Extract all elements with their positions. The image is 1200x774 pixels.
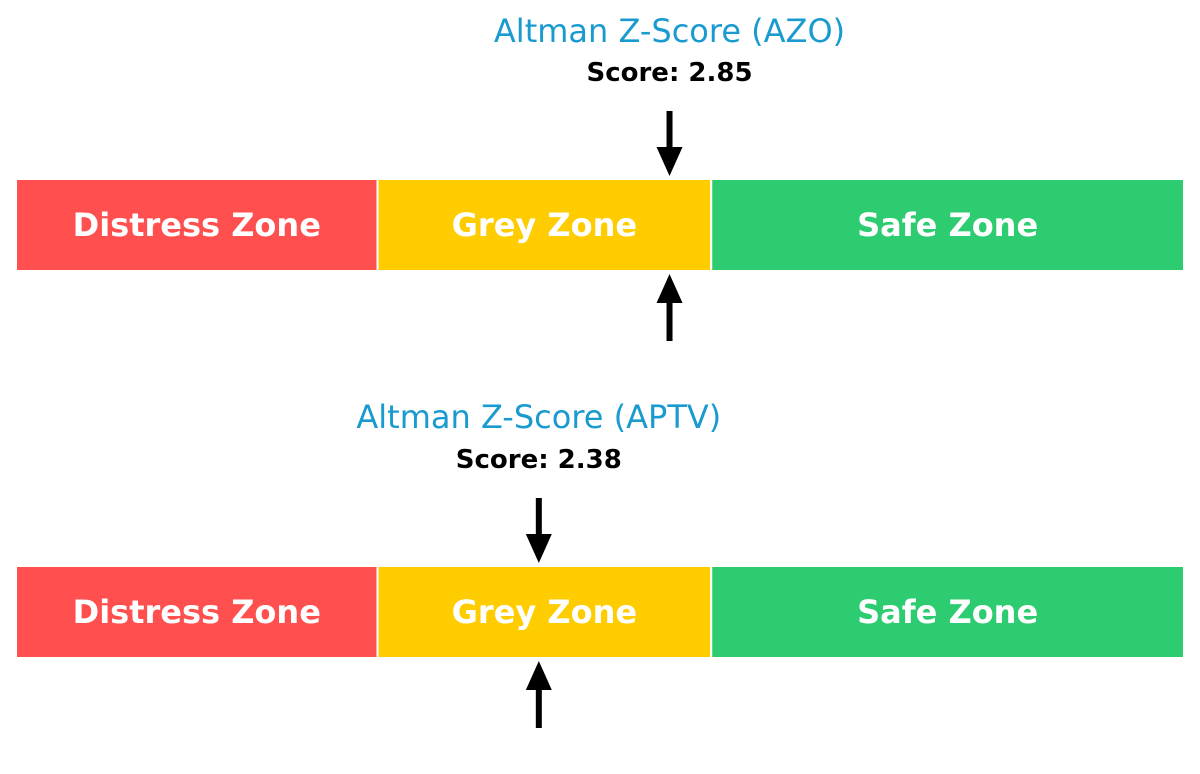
arrow-up-icon bbox=[525, 661, 552, 690]
zone-label-safe-zone: Safe Zone bbox=[857, 206, 1038, 244]
zone-bar-aptv: Distress Zone Grey Zone Safe Zone bbox=[15, 565, 1185, 659]
zone-label-grey-zone: Grey Zone bbox=[452, 593, 637, 631]
zone-label-distress-zone: Distress Zone bbox=[73, 206, 321, 244]
zone-bar-azo: Distress Zone Grey Zone Safe Zone bbox=[15, 178, 1185, 272]
chart-title-azo: Altman Z-Score (AZO) bbox=[494, 12, 845, 50]
zone-distress-zone bbox=[15, 178, 379, 272]
score-markers-aptv bbox=[525, 498, 552, 728]
score-label-azo: Score: 2.85 bbox=[586, 58, 752, 88]
zone-label-distress-zone: Distress Zone bbox=[73, 593, 321, 631]
chart-title-aptv: Altman Z-Score (APTV) bbox=[356, 398, 721, 436]
gauge-panel-aptv: Altman Z-Score (APTV) Score: 2.38 Distre… bbox=[15, 398, 1185, 728]
zone-grey-zone bbox=[376, 565, 713, 659]
zone-distress-zone bbox=[15, 565, 379, 659]
arrow-down-icon bbox=[525, 534, 552, 563]
arrow-down-icon bbox=[656, 147, 683, 176]
gauge-panel-azo: Altman Z-Score (AZO) Score: 2.85 Distres… bbox=[15, 12, 1185, 341]
arrow-up-icon bbox=[656, 274, 683, 303]
zone-label-grey-zone: Grey Zone bbox=[452, 206, 637, 244]
zone-safe-zone bbox=[710, 178, 1185, 272]
score-label-aptv: Score: 2.38 bbox=[456, 445, 622, 475]
score-markers-azo bbox=[656, 111, 683, 341]
zone-grey-zone bbox=[376, 178, 713, 272]
zone-safe-zone bbox=[710, 565, 1185, 659]
zone-label-safe-zone: Safe Zone bbox=[857, 593, 1038, 631]
